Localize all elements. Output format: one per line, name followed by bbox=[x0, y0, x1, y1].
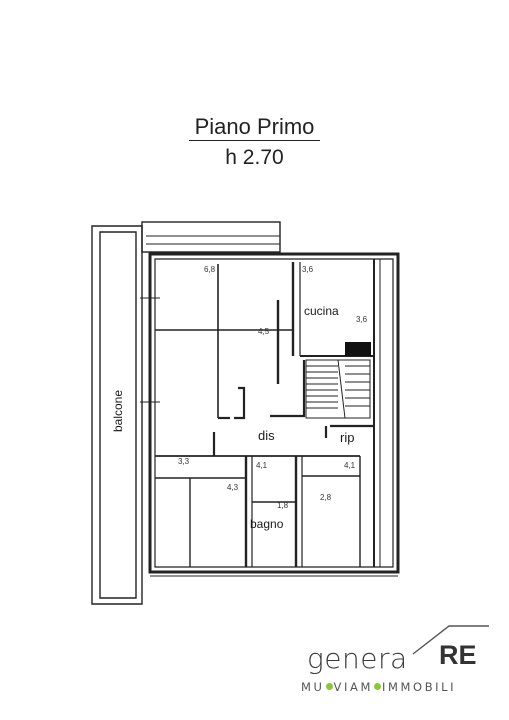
house-roof-icon bbox=[412, 625, 489, 655]
brand-tagline-b: VIAM bbox=[333, 680, 373, 694]
dot-icon bbox=[374, 683, 381, 690]
room-label-cucina: cucina bbox=[304, 304, 339, 318]
dimension-label: 4,1 bbox=[344, 461, 356, 470]
dimension-label: 2,8 bbox=[320, 493, 332, 502]
balcony-outline bbox=[91, 225, 143, 605]
kitchen-appliance bbox=[345, 342, 371, 356]
plan-title-text: Piano Primo bbox=[188, 114, 321, 141]
room-label-rip: rip bbox=[340, 430, 354, 445]
outer-wall bbox=[148, 252, 400, 574]
room-label-bagno: bagno bbox=[250, 517, 284, 531]
room-label-balcone: balcone bbox=[111, 390, 125, 432]
dot-icon bbox=[325, 683, 333, 690]
brand-re: RE bbox=[439, 640, 477, 670]
staircase bbox=[305, 359, 371, 419]
brand-tagline-a: MU bbox=[301, 680, 325, 694]
dimension-label: 3,6 bbox=[302, 265, 314, 274]
dimension-label: 4,5 bbox=[258, 327, 270, 336]
dimension-label: 4,1 bbox=[256, 461, 268, 470]
top-railing bbox=[141, 221, 281, 253]
floor-plan-walls bbox=[91, 221, 400, 605]
brand-word: genera bbox=[307, 642, 408, 675]
dimension-label: 3,6 bbox=[356, 315, 368, 324]
balcony-inner bbox=[99, 231, 137, 599]
dimension-label: 4,3 bbox=[227, 483, 239, 492]
plan-title: Piano Primo bbox=[0, 114, 509, 141]
room-label-dis: dis bbox=[258, 428, 275, 443]
dimension-label: 3,3 bbox=[178, 457, 190, 466]
brand-logo: genera RE MU VIAM IMMOBILI bbox=[301, 622, 491, 702]
dimension-label: 1,8 bbox=[277, 501, 289, 510]
dimension-label: 6,8 bbox=[204, 265, 216, 274]
brand-tagline: MU VIAM IMMOBILI bbox=[301, 680, 456, 694]
ceiling-height: h 2.70 bbox=[225, 146, 284, 169]
brand-tagline-c: IMMOBILI bbox=[382, 680, 457, 694]
